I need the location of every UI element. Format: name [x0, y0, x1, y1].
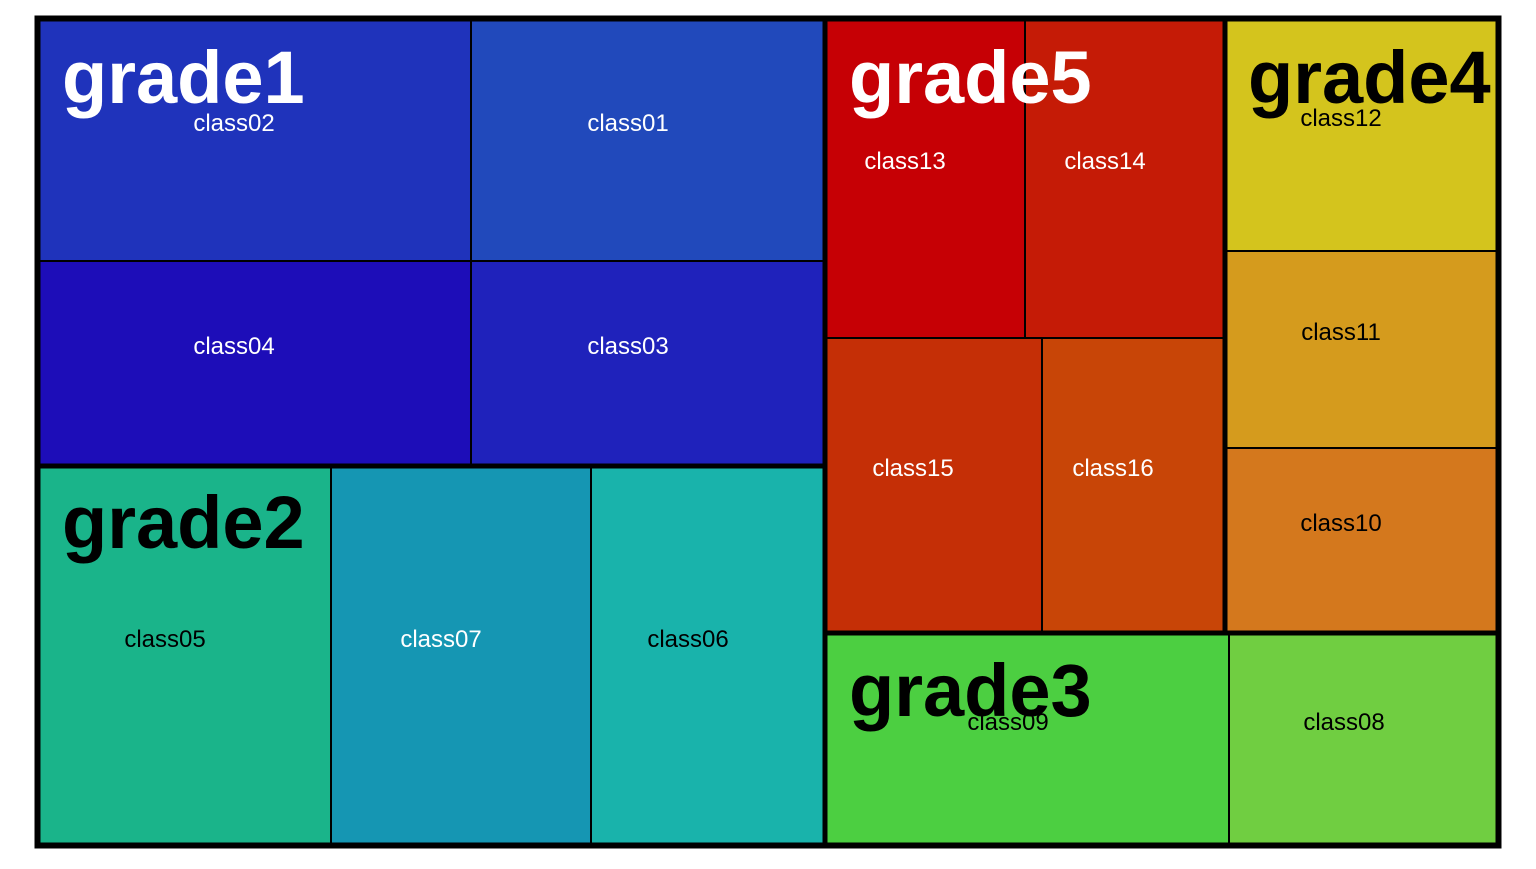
cell-class14 [1024, 18, 1226, 339]
cell-class08 [1228, 632, 1499, 846]
label-class03: class03 [587, 333, 668, 360]
cell-class07 [330, 465, 592, 846]
label-class14: class14 [1064, 148, 1145, 175]
group-label-grade5: grade5 [849, 36, 1092, 119]
label-class15: class15 [872, 455, 953, 482]
cell-class15 [824, 337, 1043, 634]
label-class01: class01 [587, 110, 668, 137]
label-class10: class10 [1300, 510, 1381, 537]
group-label-grade2: grade2 [62, 481, 305, 564]
label-class06: class06 [647, 626, 728, 653]
label-class13: class13 [864, 148, 945, 175]
label-class08: class08 [1303, 709, 1384, 736]
label-class02: class02 [193, 110, 274, 137]
cell-class03 [470, 260, 826, 467]
cell-class04 [37, 260, 472, 467]
cell-class02 [37, 18, 472, 262]
group-label-grade1: grade1 [62, 36, 305, 119]
cell-class09 [824, 632, 1230, 846]
treemap-frame [34, 15, 1502, 849]
label-class11: class11 [1301, 319, 1381, 346]
cell-class16 [1041, 337, 1226, 634]
label-class12: class12 [1300, 105, 1381, 132]
cell-class11 [1224, 250, 1499, 449]
cell-class12 [1224, 18, 1499, 252]
class-label-layer: class02 class01 class04 class03 class05 class… [124, 105, 1384, 736]
cell-class10 [1224, 447, 1499, 634]
cell-class05 [37, 465, 332, 846]
label-class05: class05 [124, 626, 205, 653]
group-label-layer: grade1 grade2 grade5 grade4 grade3 [62, 36, 1491, 732]
label-class16: class16 [1072, 455, 1153, 482]
label-class07: class07 [400, 626, 481, 653]
cell-layer [37, 18, 1499, 846]
cell-class06 [590, 465, 826, 846]
label-class04: class04 [193, 333, 274, 360]
cell-class01 [470, 18, 826, 262]
group-label-grade4: grade4 [1248, 36, 1491, 119]
group-label-grade3: grade3 [849, 649, 1092, 732]
label-class09: class09 [967, 709, 1048, 736]
